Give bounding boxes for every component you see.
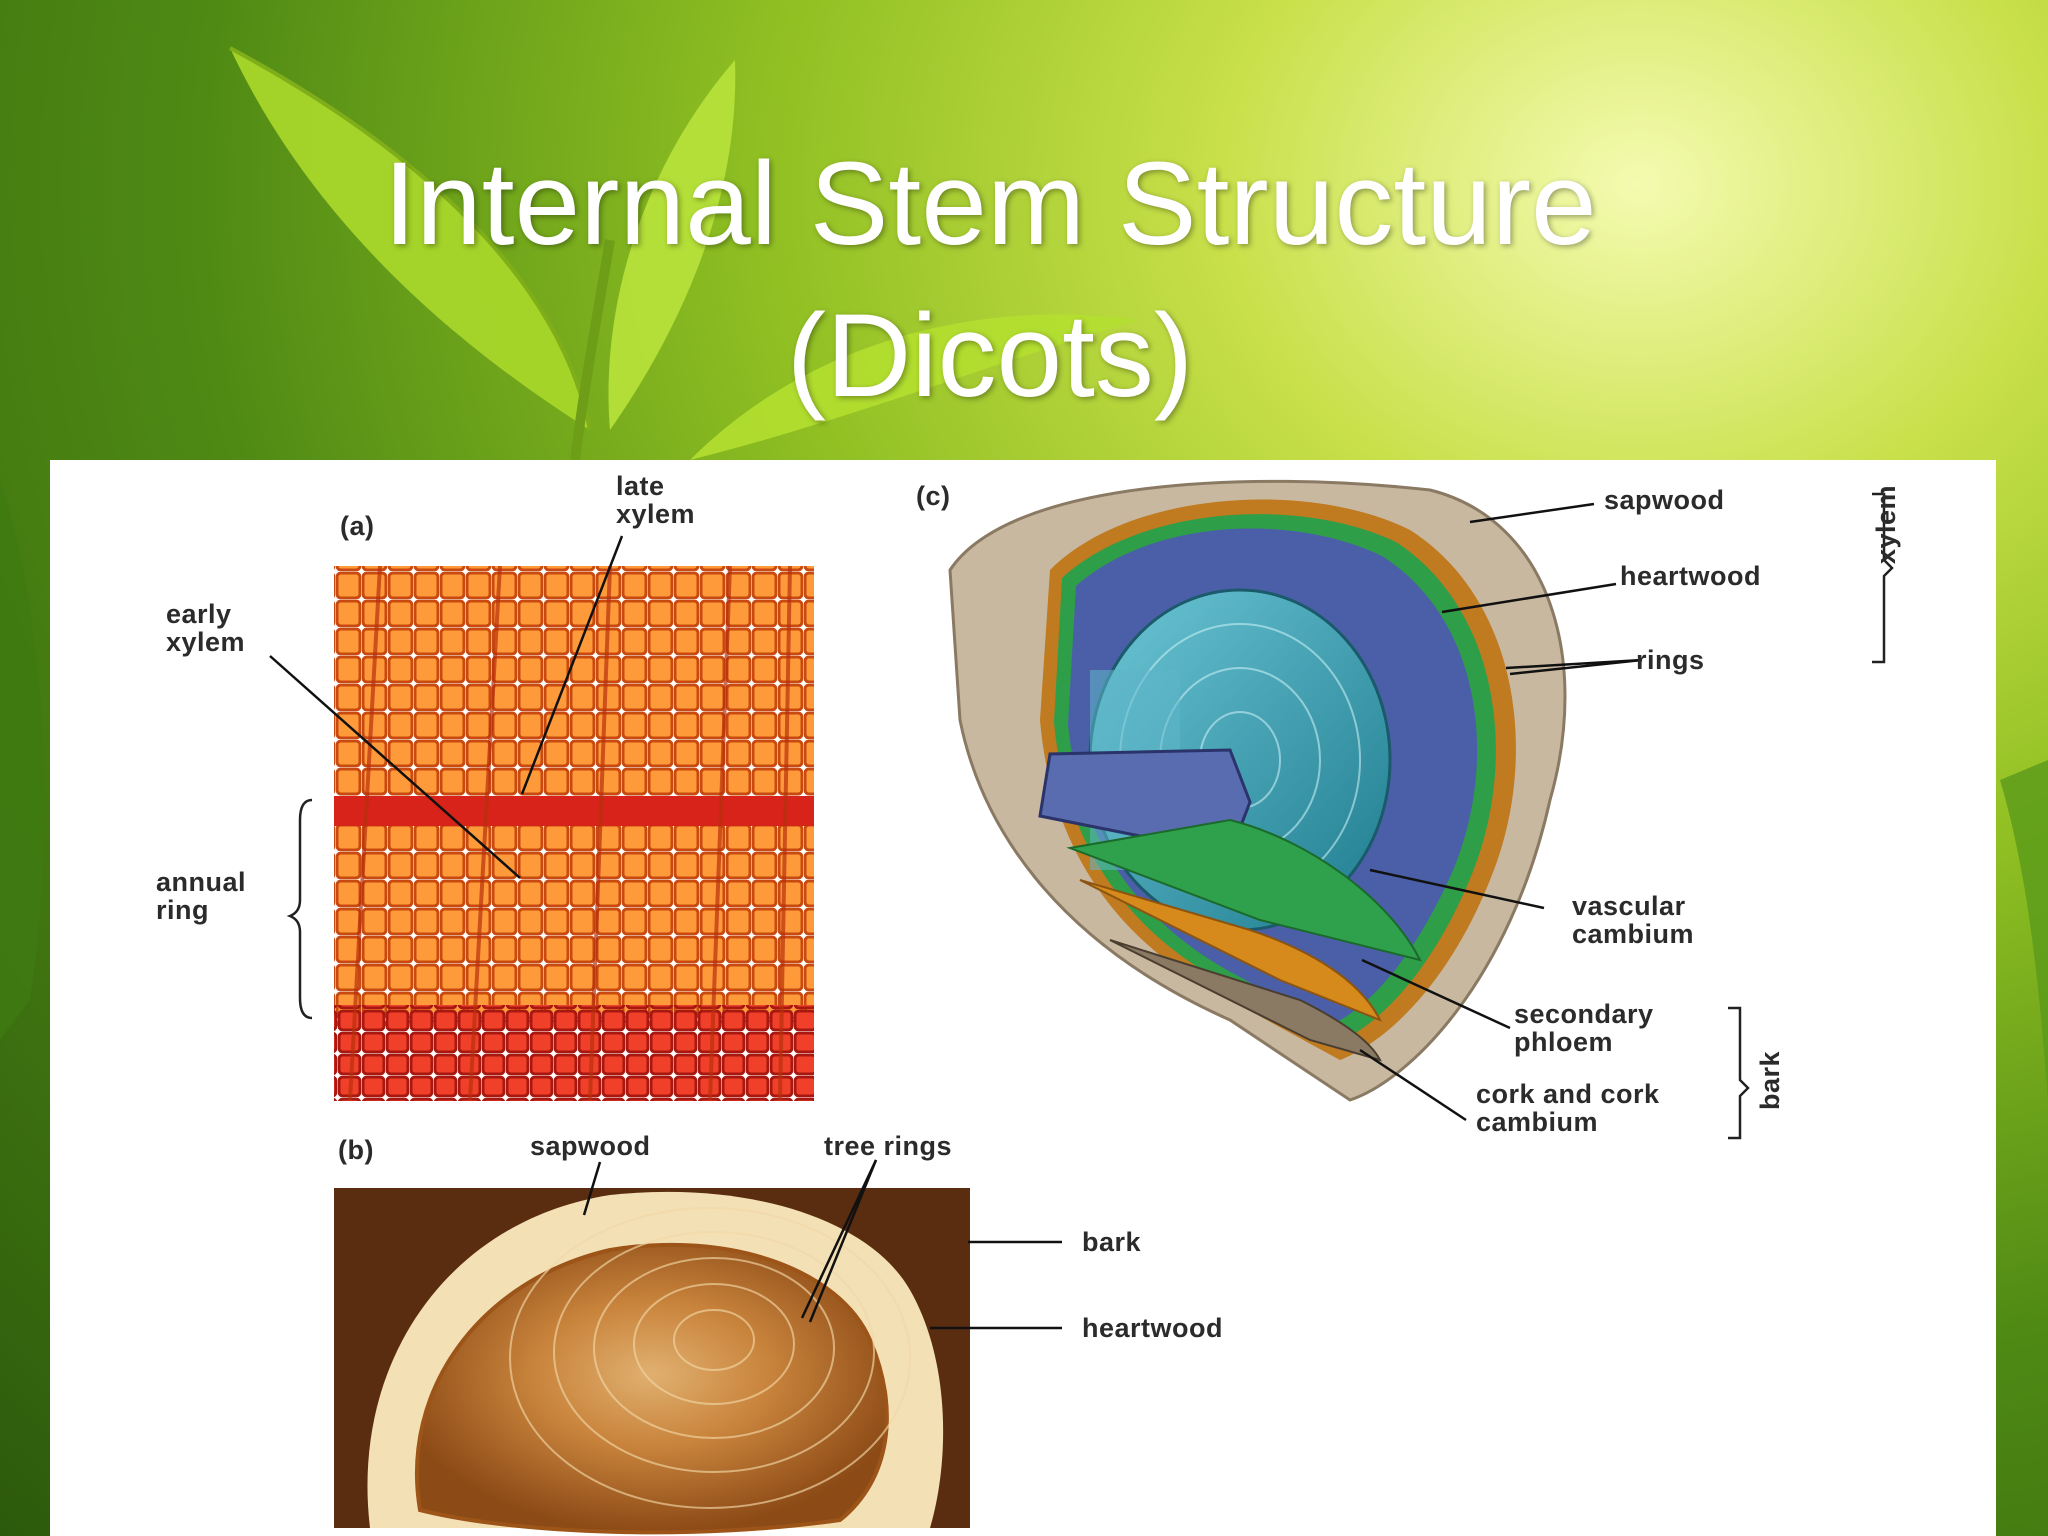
early-xylem-label: early xylem (166, 599, 246, 657)
vascular-cambium-label: vascular cambium (1572, 891, 1695, 949)
slide-title: Internal Stem Structure (Dicots) (0, 128, 1980, 432)
xylem-bracket-label: xylem (1871, 484, 1901, 564)
sapwood-label-c: sapwood (1604, 485, 1725, 515)
late-xylem-label: late xylem (616, 471, 696, 529)
title-line-2: (Dicots) (786, 290, 1194, 422)
panel-a-letter: (a) (340, 511, 375, 541)
tree-rings-label: tree rings (824, 1131, 953, 1161)
heartwood-label-c: heartwood (1620, 561, 1762, 591)
panel-b-letter: (b) (338, 1135, 374, 1165)
trunk-cross-section (334, 1159, 1062, 1535)
title-line-1: Internal Stem Structure (383, 138, 1597, 270)
rings-label: rings (1636, 645, 1705, 675)
heartwood-label-b: heartwood (1082, 1313, 1224, 1343)
trunk-3d-cutaway (948, 479, 1894, 1140)
bark-label-b: bark (1082, 1227, 1142, 1257)
bark-bracket-label: bark (1755, 1050, 1785, 1110)
panel-c-letter: (c) (916, 481, 951, 511)
diagram-panel: (a) late xylem early xylem annual ring ( (50, 460, 1996, 1536)
annual-ring-label: annual ring (156, 867, 247, 925)
sapwood-label-b: sapwood (530, 1131, 651, 1161)
secondary-phloem-label: secondary phloem (1514, 999, 1654, 1057)
cork-cambium-label: cork and cork cambium (1476, 1079, 1660, 1137)
xylem-micrograph (269, 535, 814, 1101)
